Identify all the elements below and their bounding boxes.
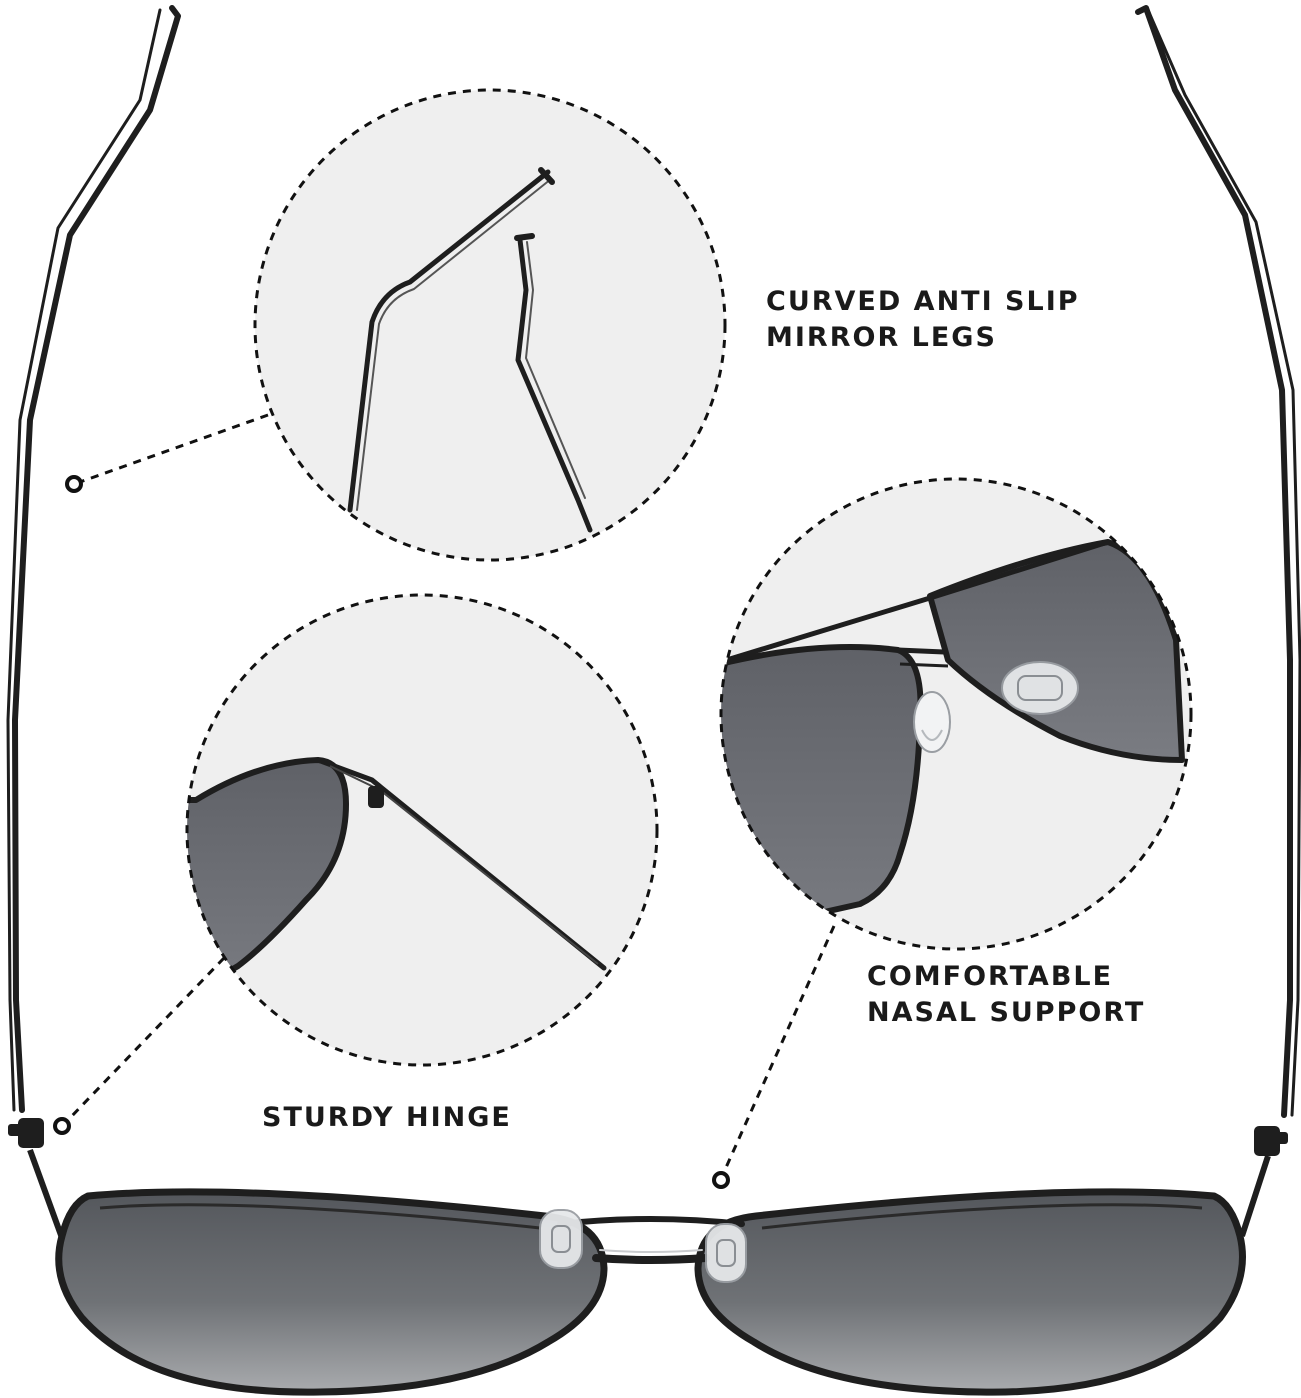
right-hinge — [1254, 1126, 1288, 1156]
leader-line-nasal — [712, 925, 836, 1189]
callout-hinge-line1: STURDY HINGE — [262, 1102, 512, 1133]
callout-curved-legs: CURVED ANTI SLIP MIRROR LEGS — [766, 284, 1080, 356]
right-temple-arm — [1135, 5, 1301, 1118]
zoom-circle-legs — [253, 88, 727, 562]
left-lens — [55, 1188, 608, 1396]
zoom-circle-hinge — [185, 593, 659, 1067]
zoom-circle-nasal — [719, 477, 1193, 951]
left-nose-pad — [539, 1209, 583, 1269]
callout-legs-line2: MIRROR LEGS — [766, 322, 997, 353]
leader-line-legs — [65, 413, 269, 493]
right-nose-pad — [705, 1223, 747, 1283]
callout-sturdy-hinge: STURDY HINGE — [262, 1100, 512, 1136]
callout-nasal-support: COMFORTABLE NASAL SUPPORT — [867, 959, 1145, 1031]
left-hinge — [8, 1118, 44, 1148]
leader-line-hinge — [53, 956, 226, 1135]
right-lens — [694, 1188, 1246, 1396]
callout-nasal-line2: NASAL SUPPORT — [867, 997, 1146, 1028]
callout-nasal-line1: COMFORTABLE — [867, 961, 1114, 992]
callout-legs-line1: CURVED ANTI SLIP — [766, 286, 1080, 317]
left-temple-arm — [6, 5, 181, 1113]
